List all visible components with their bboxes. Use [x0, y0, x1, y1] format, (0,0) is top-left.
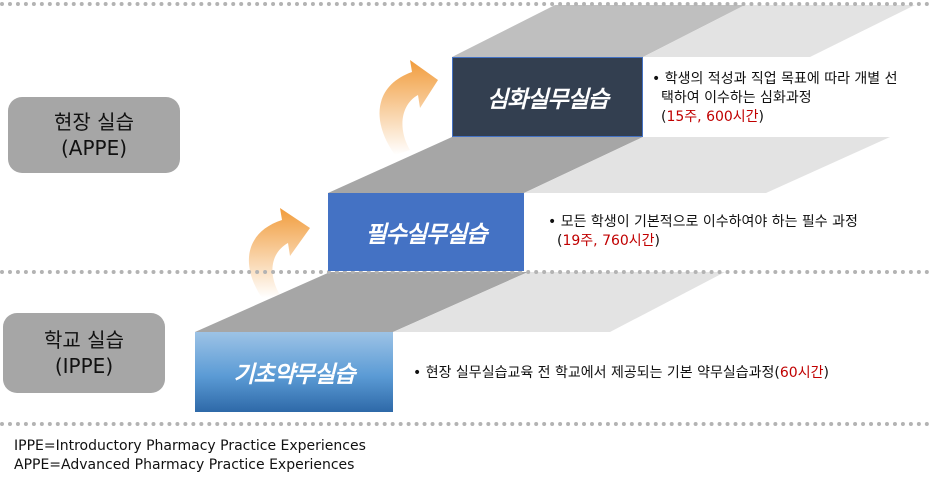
bullet: • [413, 365, 422, 381]
footnote-ippe: IPPE=Introductory Pharmacy Practice Expe… [14, 438, 366, 454]
curved-arrow-icon [379, 60, 438, 155]
field-practice-title: 현장 실습 [54, 110, 134, 134]
school-practice-title: 학교 실습 [44, 328, 124, 352]
curved-arrow-icon [248, 208, 310, 298]
divider-line [0, 270, 930, 274]
advanced-practice-box: 심화실무실습 [452, 57, 643, 137]
paren: ) [758, 109, 765, 125]
footnote-appe: APPE=Advanced Pharmacy Practice Experien… [14, 457, 355, 473]
school-practice-abbr: (IPPE) [54, 354, 114, 378]
field-practice-label: 현장 실습 (APPE) [8, 97, 180, 173]
field-practice-abbr: (APPE) [60, 136, 128, 160]
divider-line [0, 2, 930, 6]
required-step-top-dark [328, 137, 643, 193]
required-practice-title: 필수실무실습 [365, 222, 488, 248]
duration: 19주, 760시간 [562, 233, 655, 249]
duration: 15주, 600시간 [666, 109, 759, 125]
advanced-step-top-dark [452, 5, 745, 57]
required-practice-description: • 모든 학생이 기본적으로 이수하여야 하는 필수 과정 (19주, 760시… [548, 213, 908, 251]
desc-line: 모든 학생이 기본적으로 이수하여야 하는 필수 과정 [560, 214, 858, 230]
desc-line: 택하여 이수하는 심화과정 [661, 90, 812, 106]
desc-line: 현장 실무실습교육 전 학교에서 제공되는 기본 약무실습과정 [425, 365, 775, 381]
paren: ( [557, 233, 563, 249]
basic-step-top-light [393, 272, 725, 332]
basic-practice-description: • 현장 실무실습교육 전 학교에서 제공되는 기본 약무실습과정(60시간) [413, 364, 883, 383]
paren: ) [823, 365, 829, 381]
basic-practice-title: 기초약무실습 [233, 362, 356, 388]
divider-line [0, 422, 930, 426]
paren: ) [654, 233, 661, 249]
bullet: • [548, 214, 557, 230]
advanced-practice-description: • 학생의 적성과 직업 목표에 따라 개별 선 택하여 이수하는 심화과정 (… [652, 70, 922, 127]
required-step-top-light [524, 137, 890, 193]
basic-practice-box: 기초약무실습 [195, 332, 393, 412]
advanced-practice-title: 심화실무실습 [487, 87, 609, 113]
school-practice-label: 학교 실습 (IPPE) [3, 313, 165, 393]
required-practice-box: 필수실무실습 [328, 193, 524, 271]
basic-step-top-dark [195, 272, 528, 332]
desc-line: 학생의 적성과 직업 목표에 따라 개별 선 [664, 71, 898, 87]
bullet: • [652, 71, 661, 87]
duration: 60시간 [779, 365, 824, 381]
paren: ( [661, 109, 667, 125]
advanced-step-top-light [643, 5, 915, 57]
paren: ( [774, 365, 780, 381]
